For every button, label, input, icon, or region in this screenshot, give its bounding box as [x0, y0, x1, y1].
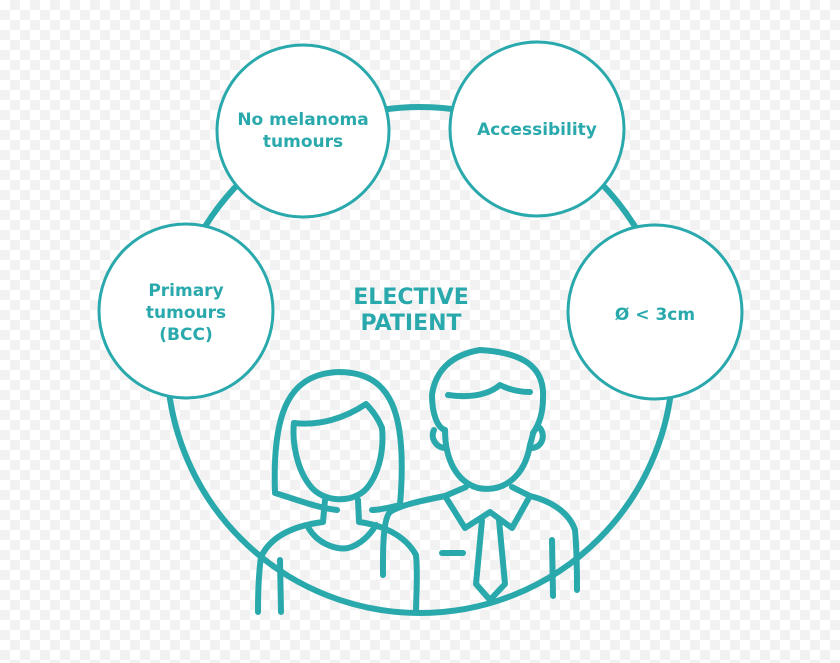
- criterion-accessibility-line1: Accessibility: [477, 120, 597, 140]
- criterion-no-melanoma-line2: tumours: [263, 132, 343, 152]
- criterion-accessibility: Accessibility: [448, 40, 626, 218]
- patients-illustration: [255, 347, 580, 615]
- criterion-diameter-line1: Ø < 3cm: [615, 305, 695, 325]
- criterion-primary-line3: (BCC): [159, 325, 212, 345]
- center-title-line1: ELECTIVE: [353, 285, 468, 310]
- woman-patient-icon: [255, 369, 420, 615]
- criterion-no-melanoma: No melanoma tumours: [215, 43, 391, 219]
- criterion-primary-line2: tumours: [146, 303, 226, 323]
- criterion-diameter: Ø < 3cm: [566, 223, 744, 401]
- criterion-primary-line1: Primary: [148, 281, 223, 301]
- criterion-primary-tumours: Primary tumours (BCC): [97, 222, 275, 400]
- man-patient-icon: [379, 347, 580, 603]
- center-title-line2: PATIENT: [360, 311, 461, 336]
- criterion-no-melanoma-line1: No melanoma: [237, 110, 368, 130]
